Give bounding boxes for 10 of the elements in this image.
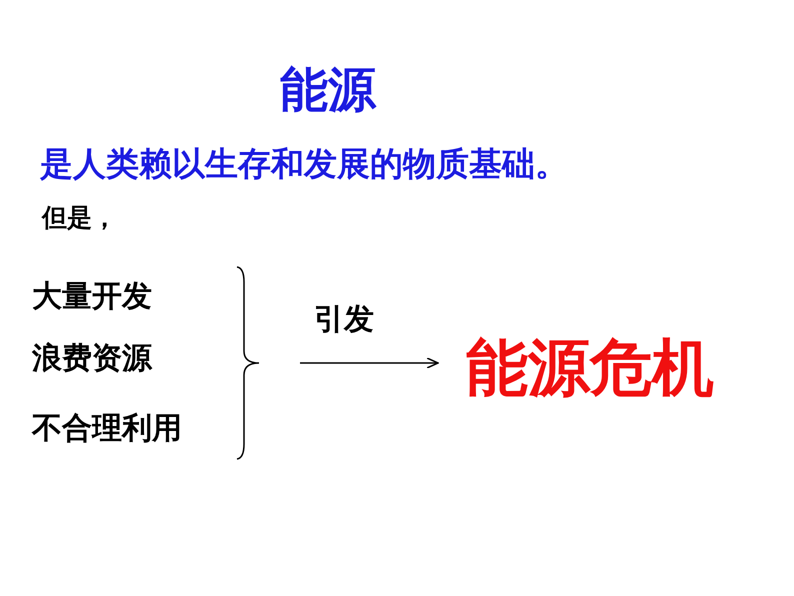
curly-brace [236, 266, 260, 460]
result-text: 能源危机 [466, 334, 714, 402]
text-label: 但是， [42, 204, 117, 232]
arrow [300, 357, 439, 369]
text-label: 是人类赖以生存和发展的物质基础。 [40, 146, 568, 182]
edge-label: 引发 [314, 303, 374, 336]
cause-text: 大量开发 [32, 280, 152, 313]
title: 能源 [280, 64, 376, 117]
cause-text: 不合理利用 [32, 412, 182, 445]
cause-text: 浪费资源 [32, 342, 152, 375]
